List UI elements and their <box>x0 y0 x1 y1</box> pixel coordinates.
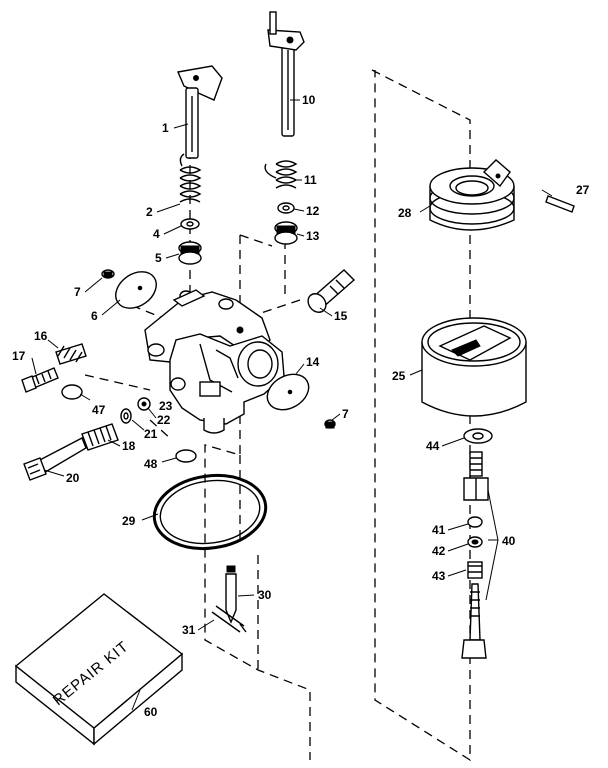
callout-22: 22 <box>157 413 171 427</box>
part-nozzle-assembly <box>463 451 489 501</box>
part-float-bowl <box>421 317 527 417</box>
part-main-spring <box>81 423 119 451</box>
part-throttle-shaft <box>177 65 223 159</box>
part-fuel-inlet <box>307 269 356 313</box>
part-nozzle-seal <box>467 516 483 528</box>
part-bowl-adapter <box>429 159 515 231</box>
callout-12: 12 <box>306 204 320 218</box>
callout-20: 20 <box>66 471 80 485</box>
callout-15: 15 <box>334 309 348 323</box>
part-nozzle-spring <box>467 561 483 579</box>
part-idle-spring <box>55 343 87 365</box>
callout-41: 41 <box>432 523 446 537</box>
part-bowl-gasket <box>152 474 268 550</box>
part-choke-seal <box>277 202 295 214</box>
part-inlet-needle <box>225 565 237 624</box>
part-choke-plate <box>266 373 310 411</box>
callout-47: 47 <box>92 403 106 417</box>
part-throttle-seal <box>180 218 200 230</box>
callout-6: 6 <box>91 309 98 323</box>
callout-18: 18 <box>122 439 136 453</box>
part-o-ring-small <box>137 397 151 411</box>
callout-labels: 1 10 2 4 5 11 12 13 7 6 15 14 7 16 17 47… <box>12 93 590 719</box>
callout-43: 43 <box>432 569 446 583</box>
callout-31: 31 <box>182 623 196 637</box>
callout-42: 42 <box>432 544 446 558</box>
callout-30: 30 <box>258 588 272 602</box>
callout-16: 16 <box>34 329 48 343</box>
callout-26: 28 <box>398 206 412 220</box>
part-idle-screw <box>21 367 59 393</box>
callout-14: 14 <box>306 355 320 369</box>
callout-25: 25 <box>392 369 406 383</box>
callout-44: 44 <box>426 439 440 453</box>
part-throttle-bushing <box>178 241 202 265</box>
callout-10: 10 <box>302 93 316 107</box>
callout-2: 2 <box>146 205 153 219</box>
callout-17: 17 <box>12 349 26 363</box>
callout-23: 23 <box>159 399 173 413</box>
part-throttle-spring <box>179 153 202 203</box>
callout-21: 21 <box>144 427 158 441</box>
callout-7-top: 7 <box>74 285 81 299</box>
callout-40: 40 <box>502 534 516 548</box>
part-throttle-plate <box>115 271 157 309</box>
part-bowl-nut <box>461 583 487 659</box>
part-welch-plug <box>61 384 83 400</box>
callout-48: 48 <box>144 457 158 471</box>
leader-lines <box>31 99 553 711</box>
part-washer-small <box>120 408 132 424</box>
callout-1: 1 <box>162 121 169 135</box>
callout-27: 27 <box>576 183 590 197</box>
part-carburetor-body <box>144 289 285 434</box>
callout-5: 5 <box>155 251 162 265</box>
part-choke-shaft <box>267 11 305 137</box>
part-plate-screw <box>101 269 115 279</box>
callout-4: 4 <box>153 227 160 241</box>
callout-11: 11 <box>304 173 317 187</box>
callout-7-bottom: 7 <box>342 407 349 421</box>
part-repair-kit <box>14 593 184 746</box>
part-nozzle-oring <box>467 536 483 548</box>
part-needle-clip <box>211 605 247 633</box>
part-main-screw <box>23 437 87 481</box>
callout-13: 13 <box>306 229 320 243</box>
part-cup-plug <box>175 449 197 463</box>
callout-29: 29 <box>122 514 136 528</box>
part-bowl-pin <box>545 195 575 213</box>
part-choke-spring <box>264 160 298 189</box>
callout-60: 60 <box>144 705 158 719</box>
part-bowl-washer <box>463 428 493 444</box>
part-choke-bushing <box>274 221 298 245</box>
part-choke-plate-screw <box>324 419 336 429</box>
